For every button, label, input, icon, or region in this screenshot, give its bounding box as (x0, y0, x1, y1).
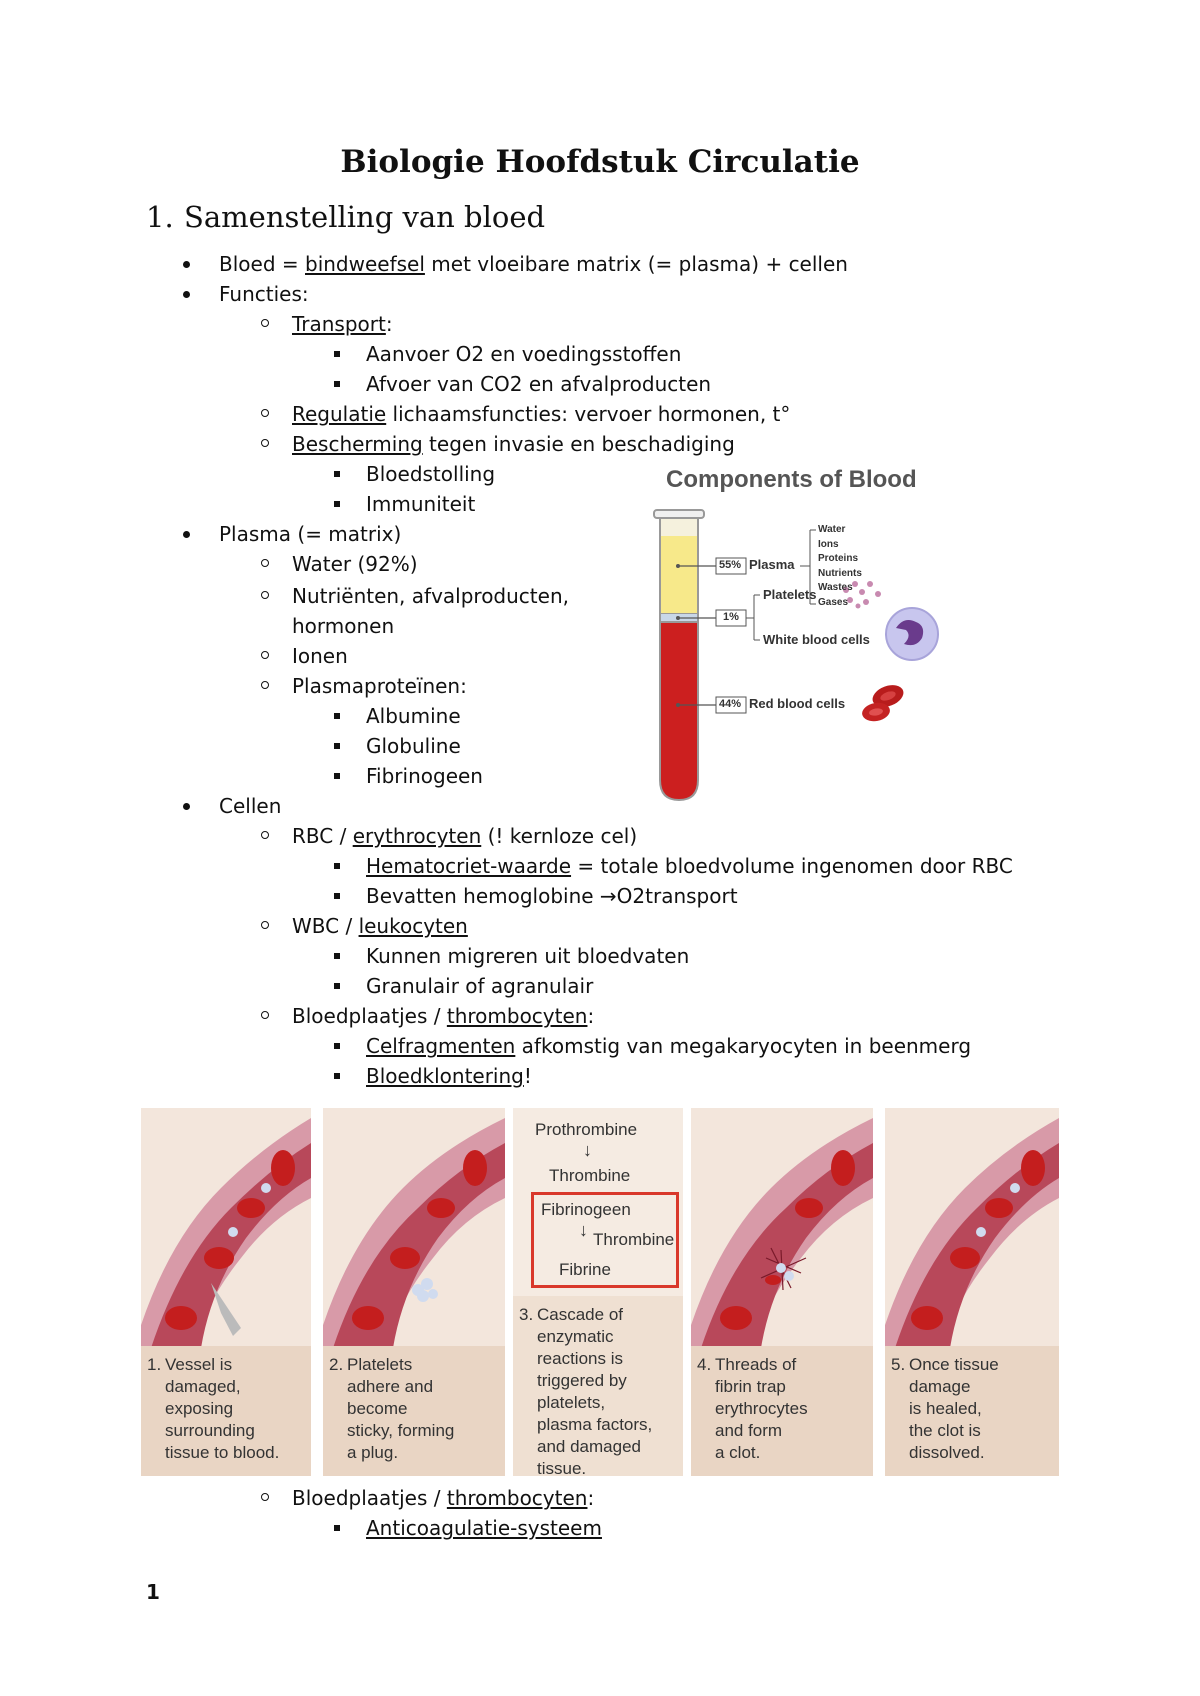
list-item: Albumine (334, 704, 461, 728)
list-item: Globuline (334, 734, 461, 758)
list-item: Kunnen migreren uit bloedvaten (334, 944, 689, 968)
plasma-percentage: 55% (719, 559, 742, 571)
list-item: Bloedstolling (334, 462, 495, 486)
fibrin-clot-illustration (691, 1118, 873, 1358)
square-bullet-icon (334, 501, 340, 507)
list-item: RBC / erythrocyten (! kernloze cel) (261, 824, 637, 848)
list-item: Celfragmenten afkomstig van megakaryocyt… (334, 1034, 971, 1058)
list-item: Ionen (261, 644, 348, 668)
square-bullet-icon (334, 471, 340, 477)
platelets-label: Platelets (763, 587, 817, 602)
circle-bullet-icon (261, 1011, 269, 1019)
list-item: WBC / leukocyten (261, 914, 468, 938)
square-bullet-icon (334, 773, 340, 779)
platelet-plug-illustration (323, 1118, 505, 1358)
square-bullet-icon (334, 713, 340, 719)
damaged-vessel-illustration (141, 1118, 311, 1358)
list-item: Plasmaproteïnen: (261, 674, 467, 698)
bullet-icon (183, 291, 190, 298)
list-item: Functies: (183, 282, 309, 306)
square-bullet-icon (334, 1043, 340, 1049)
step-caption: 3.Cascade of enzymatic reactions is trig… (513, 1296, 683, 1476)
components-of-blood-figure: Components of Blood 55% Plasma Water Ion… (650, 460, 960, 810)
rbc-percentage: 44% (719, 698, 742, 710)
list-item: Immuniteit (334, 492, 475, 516)
circle-bullet-icon (261, 319, 269, 327)
list-item-continuation: hormonen (292, 614, 395, 638)
list-item: Aanvoer O2 en voedingsstoffen (334, 342, 681, 366)
plasma-label: Plasma (749, 557, 795, 572)
step-caption: 1.Vessel is damaged, exposing surroundin… (141, 1346, 311, 1476)
bullet-icon (183, 261, 190, 268)
list-item: Bloedplaatjes / thrombocyten: (261, 1486, 594, 1510)
fibrin-highlight-box (531, 1192, 679, 1288)
list-item: Anticoagulatie-systeem (334, 1516, 602, 1540)
test-tube-illustration (653, 509, 939, 802)
square-bullet-icon (334, 1073, 340, 1079)
cascade-prothrombine: Prothrombine (535, 1120, 638, 1139)
cascade-thrombine: Thrombine (549, 1166, 631, 1185)
section-number: 1. (146, 200, 174, 234)
circle-bullet-icon (261, 831, 269, 839)
cascade-fibrinogeen: Fibrinogeen (541, 1200, 631, 1219)
page-number: 1 (146, 1580, 160, 1604)
list-item: Hematocriet-waarde = totale bloedvolume … (334, 854, 1013, 878)
square-bullet-icon (334, 743, 340, 749)
square-bullet-icon (334, 381, 340, 387)
bullet-icon (183, 803, 190, 810)
square-bullet-icon (334, 953, 340, 959)
square-bullet-icon (334, 351, 340, 357)
list-item: Cellen (183, 794, 281, 818)
square-bullet-icon (334, 893, 340, 899)
blood-clotting-figure: 1.Vessel is damaged, exposing surroundin… (141, 1108, 1059, 1476)
clotting-cascade-panel: Prothrombine ↓ Thrombine Fibrinogeen ↓ T… (513, 1108, 683, 1476)
list-item: Afvoer van CO2 en afvalproducten (334, 372, 711, 396)
cascade-fibrine: Fibrine (559, 1260, 611, 1279)
buffy-coat-percentage: 1% (723, 611, 739, 623)
circle-bullet-icon (261, 439, 269, 447)
step-caption: 2.Platelets adhere and become sticky, fo… (323, 1346, 505, 1476)
circle-bullet-icon (261, 559, 269, 567)
list-item: Bescherming tegen invasie en beschadigin… (261, 432, 735, 456)
arrow-down-icon: ↓ (579, 1220, 588, 1240)
bullet-icon (183, 531, 190, 538)
section-title: Samenstelling van bloed (184, 200, 546, 234)
list-item: Regulatie lichaamsfuncties: vervoer horm… (261, 402, 790, 426)
step-caption: 5.Once tissue damage is healed, the clot… (885, 1346, 1059, 1476)
healed-vessel-illustration (885, 1118, 1059, 1358)
list-item: Transport: (261, 312, 393, 336)
list-item: Bloedklontering! (334, 1064, 532, 1088)
clotting-step-panel: 2.Platelets adhere and become sticky, fo… (323, 1108, 505, 1476)
step-caption: 4.Threads of fibrin trap erythrocytes an… (691, 1346, 873, 1476)
square-bullet-icon (334, 983, 340, 989)
circle-bullet-icon (261, 921, 269, 929)
list-item: Granulair of agranulair (334, 974, 593, 998)
list-item: Water (92%) (261, 552, 418, 576)
white-blood-cells-label: White blood cells (763, 632, 870, 647)
list-item: Bevatten hemoglobine →O2transport (334, 884, 738, 908)
list-item: Nutriënten, afvalproducten, (261, 584, 569, 608)
circle-bullet-icon (261, 1493, 269, 1501)
figure-title: Components of Blood (666, 466, 917, 493)
square-bullet-icon (334, 863, 340, 869)
plasma-components-list: Water Ions Proteins Nutrients Wastes Gas… (818, 524, 862, 608)
list-item: Fibrinogeen (334, 764, 483, 788)
clotting-step-panel: 1.Vessel is damaged, exposing surroundin… (141, 1108, 311, 1476)
arrow-down-icon: ↓ (583, 1140, 592, 1160)
circle-bullet-icon (261, 681, 269, 689)
circle-bullet-icon (261, 651, 269, 659)
red-blood-cells-label: Red blood cells (749, 696, 846, 711)
circle-bullet-icon (261, 591, 269, 599)
cascade-thrombine-enzyme: Thrombine (593, 1230, 675, 1249)
section-heading: 1. Samenstelling van bloed (146, 200, 545, 234)
page-title: Biologie Hoofdstuk Circulatie (340, 144, 860, 180)
list-item: Bloedplaatjes / thrombocyten: (261, 1004, 594, 1028)
square-bullet-icon (334, 1525, 340, 1531)
circle-bullet-icon (261, 409, 269, 417)
list-item: Bloed = bindweefsel met vloeibare matrix… (183, 252, 848, 276)
list-item: Plasma (= matrix) (183, 522, 401, 546)
clotting-step-panel: 4.Threads of fibrin trap erythrocytes an… (691, 1108, 873, 1476)
clotting-step-panel: 5.Once tissue damage is healed, the clot… (885, 1108, 1059, 1476)
